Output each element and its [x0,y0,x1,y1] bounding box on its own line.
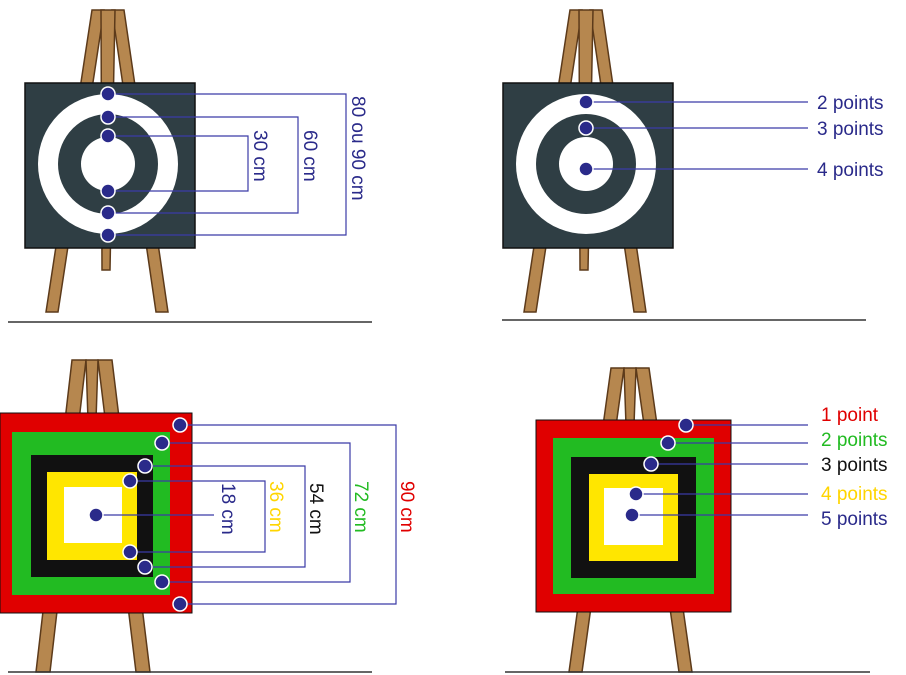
marker [173,597,187,611]
marker [123,545,137,559]
dim-label-30cm: 30 cm [249,130,270,182]
dim-label-80-90cm: 80 ou 90 cm [347,96,368,201]
marker [101,184,115,198]
marker [155,436,169,450]
marker [89,508,103,522]
marker [101,129,115,143]
marker [644,457,658,471]
marker [579,121,593,135]
marker [661,436,675,450]
marker [625,508,639,522]
dim-label-54cm: 54 cm [305,483,326,535]
points-label-3: 3 points [821,455,888,476]
marker [579,162,593,176]
marker [138,459,152,473]
easel-leg [624,368,636,425]
marker [155,575,169,589]
marker [173,418,187,432]
marker [138,560,152,574]
marker [101,87,115,101]
dim-label-18cm: 18 cm [217,483,238,535]
panel-square-dimensions: 18 cm 36 cm 54 cm 72 cm 90 cm [0,360,417,672]
points-label-5: 5 points [821,509,888,530]
marker [579,95,593,109]
points-label-4: 4 points [821,484,888,505]
easel-leg [86,360,98,420]
marker [629,487,643,501]
marker [101,110,115,124]
points-label-3: 3 points [817,119,884,140]
dim-label-36cm: 36 cm [265,481,286,533]
points-label-1: 1 point [821,405,879,426]
dim-label-60cm: 60 cm [299,130,320,182]
marker [679,418,693,432]
panel-square-points: 1 point 2 points 3 points 4 points 5 poi… [505,368,888,672]
panel-round-points: 2 points 3 points 4 points [502,10,884,320]
dim-label-90cm: 90 cm [396,481,417,533]
marker [101,206,115,220]
marker [123,474,137,488]
points-label-2: 2 points [821,430,888,451]
center [81,137,135,191]
points-label-4: 4 points [817,160,884,181]
panel-round-dimensions: 30 cm 60 cm 80 ou 90 cm [8,10,372,322]
points-label-2: 2 points [817,93,884,114]
dim-label-72cm: 72 cm [350,481,371,533]
marker [101,228,115,242]
